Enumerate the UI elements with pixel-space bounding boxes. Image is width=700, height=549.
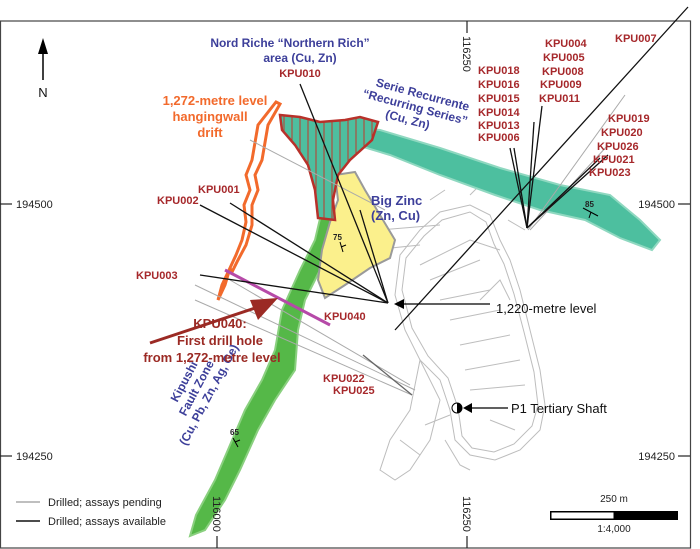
scale-ratio: 1:4,000 bbox=[597, 524, 631, 535]
drift-label-3: drift bbox=[197, 125, 223, 140]
drill-holes-available bbox=[199, 6, 689, 396]
easting-label-bottom-left: 116000 bbox=[210, 496, 222, 532]
shaft-label: P1 Tertiary Shaft bbox=[511, 401, 607, 416]
northing-label-left-bottom: 194250 bbox=[16, 451, 53, 463]
legend-pending-label: Drilled; assays pending bbox=[48, 497, 162, 509]
north-arrow-icon bbox=[38, 38, 48, 80]
drill-label: KPU014 bbox=[478, 107, 520, 119]
drill-label: KPU019 bbox=[608, 113, 650, 125]
drill-label-kpu040: KPU040 bbox=[324, 311, 366, 323]
drift-label: 1,272-metre level bbox=[163, 93, 268, 108]
dip-label: 75 bbox=[333, 233, 342, 242]
serie-recurrente-zone bbox=[283, 116, 662, 252]
drill-label: KPU011 bbox=[539, 93, 580, 105]
drill-label-group-a: KPU018 KPU016 KPU015 KPU014 KPU013 KPU00… bbox=[478, 65, 520, 144]
drill-label: KPU009 bbox=[540, 79, 582, 91]
drill-label-kpu002: KPU002 bbox=[157, 195, 199, 207]
drill-label-kpu007: KPU007 bbox=[615, 33, 657, 45]
kipushi-fault-zone bbox=[188, 203, 342, 538]
north-label: N bbox=[38, 85, 47, 100]
drill-label-group-c: KPU019 KPU020 KPU026 KPU021 KPU023 bbox=[589, 113, 650, 179]
drill-label: KPU006 bbox=[478, 132, 520, 144]
drill-label: KPU018 bbox=[478, 65, 520, 77]
drill-label: KPU004 bbox=[545, 38, 587, 50]
dip-symbols-icon bbox=[232, 207, 599, 448]
map-frame bbox=[0, 20, 692, 549]
easting-label-top: 116250 bbox=[460, 36, 472, 72]
drill-label-kpu022: KPU022 bbox=[323, 373, 365, 385]
level-1220-label: 1,220-metre level bbox=[496, 301, 597, 316]
grid-ticks bbox=[0, 21, 690, 548]
drill-label-kpu010: KPU010 bbox=[279, 68, 321, 80]
shaft-icon bbox=[451, 402, 508, 414]
scale-bar bbox=[550, 511, 678, 520]
drill-label: KPU020 bbox=[601, 127, 643, 139]
drill-label-kpu001: KPU001 bbox=[198, 184, 240, 196]
big-zinc-label: Big Zinc bbox=[371, 193, 422, 208]
scale-distance: 250 m bbox=[600, 494, 628, 505]
big-zinc-orebody bbox=[316, 170, 397, 300]
legend: Drilled; assays pending Drilled; assays … bbox=[16, 497, 166, 528]
kpu040-callout-arrow-icon bbox=[149, 298, 278, 345]
drill-label: KPU015 bbox=[478, 93, 520, 105]
northing-label-right-top: 194500 bbox=[638, 199, 675, 211]
kpu040-callout-line2: First drill hole bbox=[177, 333, 263, 348]
northing-label-right-bottom: 194250 bbox=[638, 451, 675, 463]
drill-label: KPU026 bbox=[597, 141, 639, 153]
dip-label: 65 bbox=[230, 428, 239, 437]
drill-hole-kpu040 bbox=[224, 268, 331, 327]
nord-riche-area bbox=[278, 113, 380, 222]
northing-label-left-top: 194500 bbox=[16, 199, 53, 211]
drill-label-kpu025: KPU025 bbox=[333, 385, 375, 397]
drill-label: KPU021 bbox=[593, 154, 635, 166]
drift-label-2: hangingwall bbox=[172, 109, 247, 124]
dip-label: 85 bbox=[585, 200, 594, 209]
drill-label: KPU013 bbox=[478, 120, 520, 132]
drill-label: KPU005 bbox=[543, 52, 585, 64]
nord-riche-label-2: area (Cu, Zn) bbox=[263, 51, 336, 65]
drill-label: KPU023 bbox=[589, 167, 631, 179]
drill-label-kpu003: KPU003 bbox=[136, 270, 178, 282]
legend-available-label: Drilled; assays available bbox=[48, 516, 166, 528]
kpu040-callout-line3: from 1,272-metre level bbox=[143, 350, 280, 365]
kpu040-callout-title: KPU040: bbox=[193, 316, 246, 331]
easting-label-bottom-right: 116250 bbox=[460, 496, 472, 532]
nord-riche-label: Nord Riche “Northern Rich” bbox=[210, 36, 369, 50]
underground-workings bbox=[371, 184, 546, 481]
drill-label-group-b: KPU004 KPU005 KPU008 KPU009 KPU011 bbox=[539, 38, 587, 105]
drill-label: KPU008 bbox=[542, 66, 584, 78]
big-zinc-label-2: (Zn, Cu) bbox=[371, 208, 420, 223]
level-1220-arrow-icon bbox=[394, 299, 490, 309]
drill-label: KPU016 bbox=[478, 79, 520, 91]
